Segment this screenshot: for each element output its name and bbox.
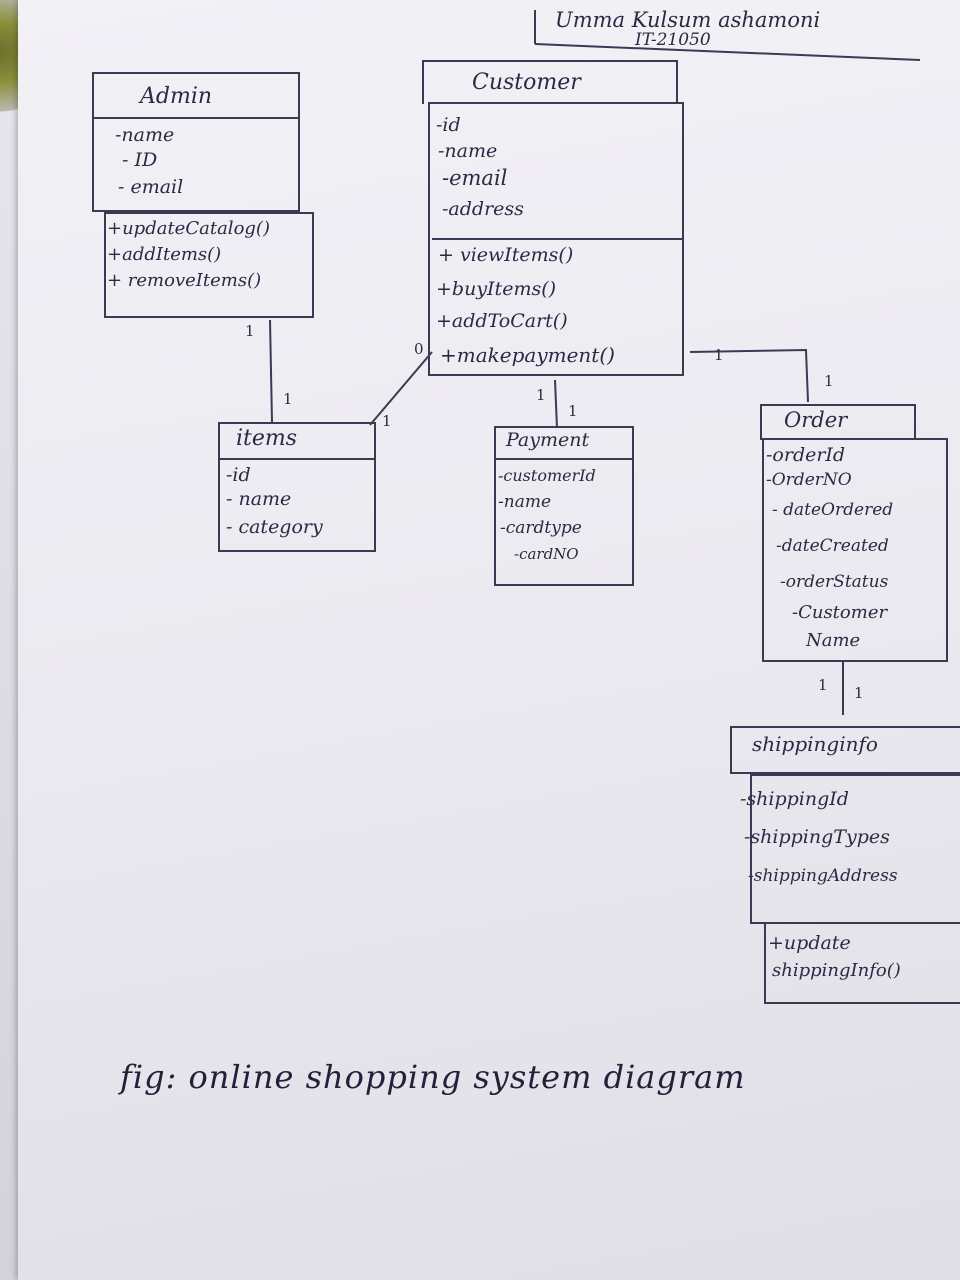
customer-method-make-payment: +makepayment() xyxy=(440,343,615,367)
mult-customer-order-bottom: 1 xyxy=(824,372,834,390)
payment-attr-card-no: -cardNO xyxy=(514,545,579,563)
author-id: IT-21050 xyxy=(635,30,711,50)
customer-attr-email: -email xyxy=(442,166,508,190)
order-attr-customer: -Customer xyxy=(792,602,888,623)
mult-customer-payment-bottom: 1 xyxy=(568,402,578,420)
shipping-attr-address: -shippingAddress xyxy=(748,866,898,886)
order-attr-order-no: -OrderNO xyxy=(766,470,852,490)
customer-divider xyxy=(432,238,682,240)
customer-attr-address: -address xyxy=(442,198,524,220)
shipping-method-info: shippingInfo() xyxy=(772,960,901,981)
shipping-class-box xyxy=(730,726,960,774)
customer-attr-id: -id xyxy=(436,114,461,136)
order-attr-date-ordered: - dateOrdered xyxy=(772,500,894,520)
author-name: Umma Kulsum ashamoni xyxy=(555,8,821,32)
customer-method-buy-items: +buyItems() xyxy=(436,278,557,300)
items-attr-name: - name xyxy=(226,488,292,510)
admin-method-add-items: +addItems() xyxy=(107,244,222,265)
admin-method-remove-items: + removeItems() xyxy=(107,270,262,291)
admin-attr-name: -name xyxy=(115,124,175,146)
admin-attr-email: - email xyxy=(118,176,184,198)
mult-order-shipping-top: 1 xyxy=(818,676,828,694)
line-customer-items xyxy=(369,351,433,426)
items-divider xyxy=(220,458,374,460)
shipping-attr-id: -shippingId xyxy=(740,788,849,810)
order-attr-order-status: -orderStatus xyxy=(780,572,889,592)
customer-attr-name: -name xyxy=(438,140,498,162)
payment-attr-card-type: -cardtype xyxy=(500,518,582,538)
payment-attr-customer-id: -customerId xyxy=(498,466,596,485)
line-admin-items xyxy=(269,319,273,423)
order-body-box xyxy=(762,438,948,662)
order-attr-customer-name: Name xyxy=(806,630,861,651)
line-customer-order xyxy=(689,348,809,403)
customer-class-box xyxy=(422,60,678,104)
line-author-underline xyxy=(534,43,921,61)
shipping-methods-box xyxy=(764,922,960,1004)
customer-class-title: Customer xyxy=(472,70,581,95)
mult-customer-payment-top: 1 xyxy=(536,386,546,404)
admin-methods-box xyxy=(104,212,314,318)
items-class-title: items xyxy=(236,426,298,451)
order-class-box xyxy=(760,404,916,440)
mult-customer-items-top: 0 xyxy=(414,340,424,358)
admin-class-box xyxy=(92,72,300,212)
items-attr-category: - category xyxy=(226,516,323,538)
figure-caption: fig: online shopping system diagram xyxy=(120,1058,746,1096)
shipping-attr-types: -shippingTypes xyxy=(744,826,890,848)
items-class-box xyxy=(218,422,376,552)
order-class-title: Order xyxy=(784,408,848,432)
admin-attr-id: - ID xyxy=(122,149,158,171)
mult-customer-order-left: 1 xyxy=(714,346,724,364)
customer-method-view-items: + viewItems() xyxy=(438,244,574,266)
mult-order-shipping-bottom: 1 xyxy=(854,684,864,702)
payment-attr-name: -name xyxy=(498,492,552,512)
order-attr-date-created: -dateCreated xyxy=(776,536,889,556)
admin-class-title: Admin xyxy=(140,84,213,109)
shipping-class-title: shippinginfo xyxy=(752,732,878,756)
admin-divider xyxy=(92,117,300,119)
shipping-method-update: +update xyxy=(768,932,851,954)
mult-admin-items-bottom: 1 xyxy=(283,390,293,408)
order-attr-order-id: -orderId xyxy=(766,444,846,466)
mult-admin-items-top: 1 xyxy=(245,322,255,340)
customer-method-add-to-cart: +addToCart() xyxy=(436,310,568,332)
payment-class-box xyxy=(494,426,634,586)
mult-customer-items-bottom: 1 xyxy=(382,412,392,430)
line-customer-payment xyxy=(554,379,558,429)
payment-class-title: Payment xyxy=(506,429,590,451)
items-attr-id: -id xyxy=(226,464,251,486)
customer-body-box xyxy=(428,102,684,376)
payment-divider xyxy=(496,458,632,460)
admin-method-update-catalog: +updateCatalog() xyxy=(107,218,270,239)
